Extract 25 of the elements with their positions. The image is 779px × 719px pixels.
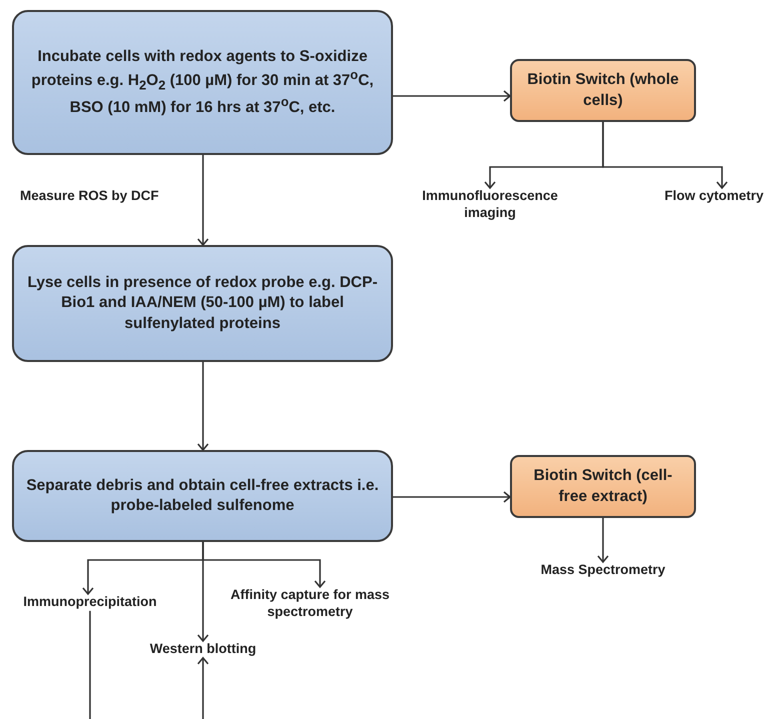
- step-label: Flow cytometry: [650, 188, 778, 205]
- arrow: [597, 518, 609, 563]
- box-text: Separate debris and obtain cell-free extracts i.e. probe-labeled sulfenome: [25, 476, 380, 516]
- method-box: [510, 59, 696, 122]
- step-label: Western blotting: [140, 641, 266, 658]
- box-text: Lyse cells in presence of redox probe e.g. DCP-Bio1 and IAA/NEM (50-100 µM) to label sulfenylated proteins: [26, 273, 378, 334]
- step-label: Immunofluorescence imaging: [400, 188, 580, 222]
- box-text: Incubate cells with redox agents to S-oxidize proteins e.g. H$_{2}$O$_{2}$ (100 µM) for 30 min at 37$^{o}$C, BSO (10 mM) for 16 hrs at 37$^{o}$C, etc.: [30, 46, 375, 118]
- step-label: Mass Spectrometry: [520, 562, 686, 579]
- arrow: [393, 90, 511, 102]
- arrow: [393, 491, 511, 503]
- process-box: [12, 10, 393, 155]
- arrow: [197, 542, 209, 642]
- arrow: [197, 155, 209, 246]
- box-text: Biotin Switch (whole cells): [526, 70, 680, 110]
- method-box: [510, 455, 696, 518]
- arrow: [197, 362, 209, 451]
- edge-label: Measure ROS by DCF: [20, 188, 159, 203]
- step-label: Affinity capture for mass spectrometry: [225, 587, 395, 621]
- arrow: [89, 610, 209, 719]
- arrow: [602, 122, 728, 189]
- process-box: [12, 245, 393, 362]
- process-box: [12, 450, 393, 542]
- step-label: Immunoprecipitation: [10, 594, 170, 611]
- box-text: Biotin Switch (cell-free extract): [532, 466, 674, 506]
